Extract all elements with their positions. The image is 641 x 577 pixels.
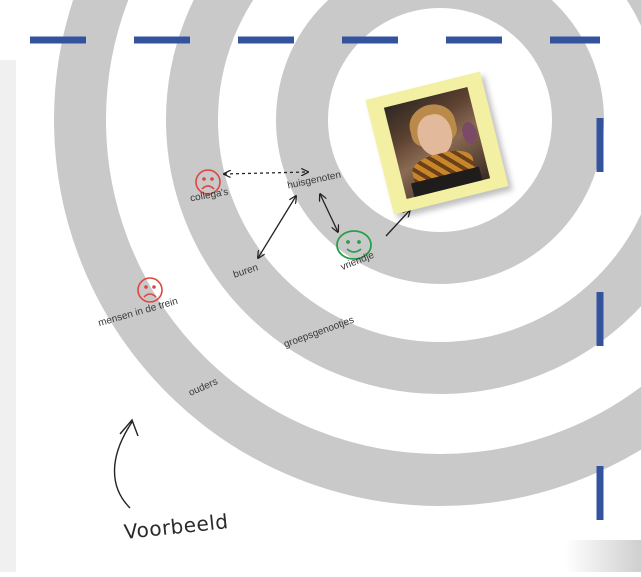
arrow-huisgenoten-vriendje: [320, 194, 338, 232]
sad-face-icon-mensen-in-de-trein: [137, 277, 163, 303]
ring-outer: [54, 0, 641, 506]
caption-arrow: [113, 418, 139, 509]
sad-face-icon-collegas: [195, 169, 221, 195]
arrow-collegas-huisgenoten: [224, 172, 308, 174]
arrow-vriendje-photo: [385, 210, 410, 237]
profile-photo: [383, 86, 491, 200]
arrow-buren-huisgenoten: [258, 196, 296, 258]
happy-face-icon-vriendje: [336, 230, 372, 260]
paper-left-edge: [0, 60, 16, 572]
ring-middle: [166, 0, 641, 394]
relation-arrows: [224, 172, 410, 258]
ring-inner: [276, 0, 604, 284]
paper-edge-shadow: [565, 540, 641, 572]
dashed-frame: [30, 36, 604, 572]
concentric-rings: [54, 0, 641, 506]
